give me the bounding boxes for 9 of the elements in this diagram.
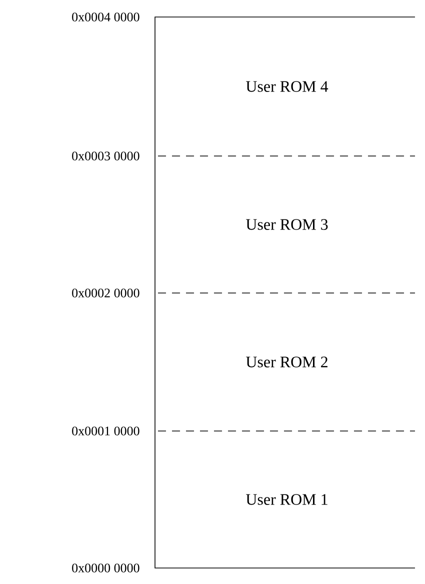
memory-region: User ROM 3 xyxy=(246,219,328,230)
address-label: 0x0004 0000 xyxy=(72,12,140,22)
memory-region: User ROM 2 xyxy=(246,356,328,368)
memory-region: User ROM 1 xyxy=(246,494,328,505)
memory-region: User ROM 4 xyxy=(246,81,328,92)
address-label: 0x0002 0000 xyxy=(72,288,140,298)
address-label: 0x0000 0000 xyxy=(72,564,140,572)
address-label: 0x0001 0000 xyxy=(72,426,140,436)
address-label: 0x0003 0000 xyxy=(72,152,140,160)
